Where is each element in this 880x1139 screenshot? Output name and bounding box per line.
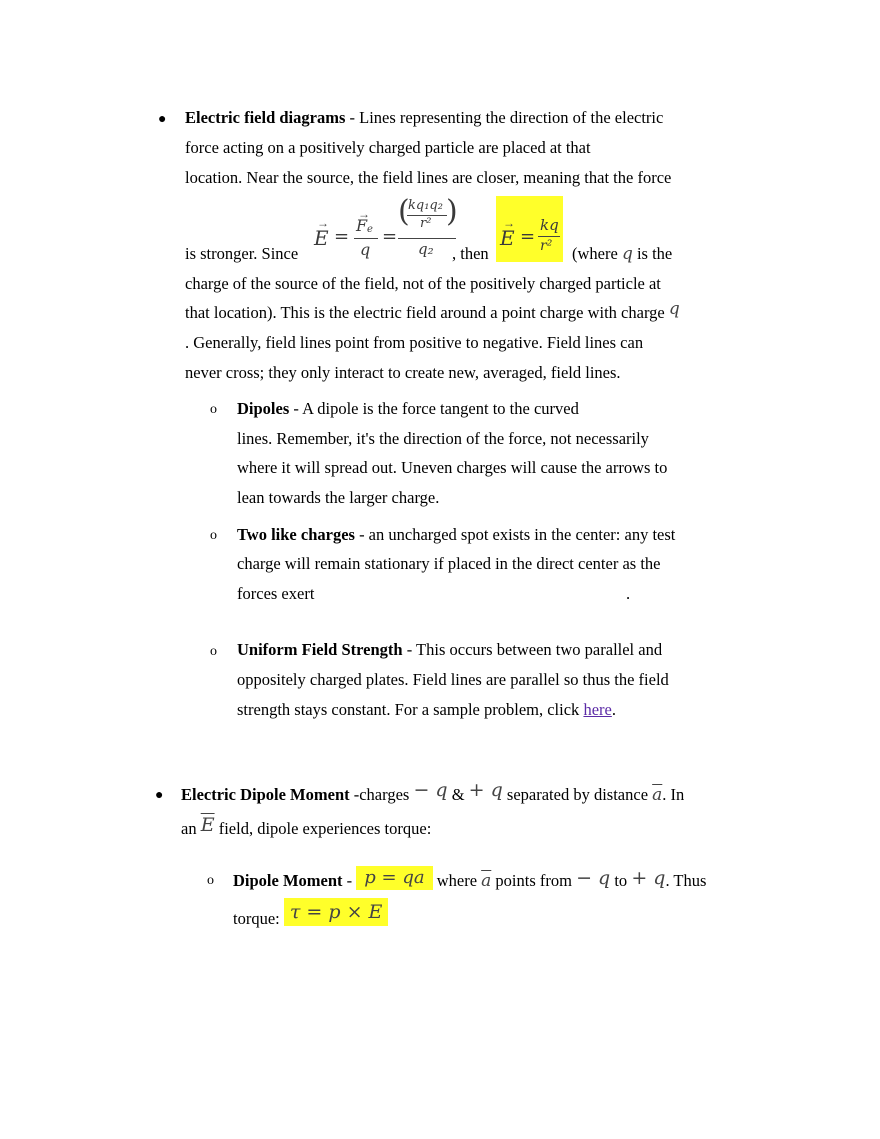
text: - Lines representing the direction of th… bbox=[345, 108, 664, 127]
text: - bbox=[342, 871, 357, 890]
pos-q-symbol: + q bbox=[468, 779, 503, 801]
para-line-1: Electric field diagrams - Lines represen… bbox=[185, 108, 663, 128]
text: torque: bbox=[233, 909, 280, 928]
eq-fe: F bbox=[356, 216, 368, 235]
paren-right: ) bbox=[446, 194, 458, 229]
para-line-6: that location). This is the electric fie… bbox=[185, 299, 680, 323]
like-line-2: charge will remain stationary if placed … bbox=[237, 554, 661, 573]
text: . bbox=[611, 700, 616, 719]
text: strength stays constant. For a sample pr… bbox=[237, 700, 584, 719]
text: that location). This is the electric fie… bbox=[185, 303, 665, 322]
paren-left: ( bbox=[398, 194, 410, 229]
dipole-moment-line-2: an E field, dipole experiences torque: bbox=[181, 815, 432, 839]
uniform-line-3: strength stays constant. For a sample pr… bbox=[237, 700, 616, 720]
uniform-line-2: oppositely charged plates. Field lines a… bbox=[237, 670, 669, 689]
bullet-dot: ● bbox=[155, 788, 164, 803]
text: (where bbox=[572, 244, 618, 263]
sample-problem-link[interactable]: here bbox=[583, 700, 612, 719]
text: - This occurs between two parallel and bbox=[402, 640, 663, 659]
eq-fe-sub: e bbox=[367, 224, 373, 235]
eq-equals-1: = bbox=[334, 226, 350, 247]
para-line-4c: (where q is the bbox=[572, 244, 672, 264]
subsection-heading: Dipoles bbox=[237, 399, 290, 418]
e-vector-symbol: E bbox=[200, 814, 215, 836]
dipole-sub-line-2: torque: τ = p × E bbox=[233, 898, 389, 932]
para-line-8: never cross; they only interact to creat… bbox=[185, 363, 621, 382]
eq-kq: kq bbox=[540, 216, 559, 234]
text: is the bbox=[636, 244, 673, 263]
vector-arrow-icon: → bbox=[358, 207, 370, 221]
a-vector-symbol: a bbox=[652, 785, 663, 805]
like-line-1: Two like charges - an uncharged spot exi… bbox=[237, 525, 675, 545]
text: & bbox=[447, 785, 469, 804]
sub-bullet-circle: o bbox=[210, 402, 217, 417]
text: field, dipole experiences torque: bbox=[214, 819, 432, 838]
para-line-7: . Generally, field lines point from posi… bbox=[185, 333, 644, 352]
eq-kq1q2: kq₁q₂ bbox=[408, 198, 443, 213]
vector-arrow-icon: → bbox=[503, 216, 515, 230]
subsection-heading: Uniform Field Strength bbox=[237, 640, 403, 659]
section-heading: Electric Dipole Moment bbox=[181, 785, 350, 804]
eq-equals-2: = bbox=[382, 226, 398, 247]
eq-r2: r² bbox=[540, 238, 553, 254]
text: points from bbox=[491, 871, 577, 890]
eq-q: q bbox=[360, 240, 371, 259]
uniform-line-1: Uniform Field Strength - This occurs bet… bbox=[237, 640, 662, 660]
text: -charges bbox=[349, 785, 414, 804]
text: - A dipole is the force tangent to the c… bbox=[289, 399, 579, 418]
para-line-4a: is stronger. Since bbox=[185, 244, 299, 263]
torque-equation: τ = p × E bbox=[283, 898, 389, 926]
text: . Thus bbox=[665, 871, 707, 890]
fraction-bar bbox=[407, 215, 447, 217]
para-line-4b: , then bbox=[452, 244, 489, 263]
subsection-heading: Dipole Moment bbox=[233, 871, 343, 890]
pos-q-symbol: + q bbox=[631, 867, 666, 889]
text: . In bbox=[662, 785, 685, 804]
para-line-2: force acting on a positively charged par… bbox=[185, 138, 591, 157]
text: an bbox=[181, 819, 201, 838]
equation-point-charge-field: E → = kq r² bbox=[496, 196, 563, 262]
text: where bbox=[432, 871, 482, 890]
bullet-dot: ● bbox=[158, 112, 167, 127]
q-symbol: q bbox=[668, 299, 680, 319]
like-line-3-end: . bbox=[626, 584, 631, 603]
sub-bullet-circle: o bbox=[207, 873, 214, 888]
eq-q2: q₂ bbox=[418, 240, 434, 258]
neg-q-symbol: − q bbox=[576, 867, 611, 889]
q-symbol: q bbox=[621, 244, 633, 264]
dipoles-line-4: lean towards the larger charge. bbox=[237, 488, 440, 507]
dipole-moment-line-1: Electric Dipole Moment -charges − q & + … bbox=[181, 780, 685, 805]
eq-r2: r² bbox=[420, 216, 432, 231]
equation-e-field-derivation: E → = F → e q = ( kq₁q₂ r² ) q₂ bbox=[312, 194, 458, 262]
text: to bbox=[610, 871, 632, 890]
a-vector-symbol: a bbox=[481, 871, 492, 891]
fraction-bar bbox=[398, 238, 456, 240]
para-line-5: charge of the source of the field, not o… bbox=[185, 274, 661, 293]
subsection-heading: Two like charges bbox=[237, 525, 355, 544]
fraction-bar bbox=[538, 236, 560, 238]
dipole-sub-line-1: Dipole Moment - p = qa where a points fr… bbox=[233, 866, 707, 893]
eq-e: E bbox=[500, 226, 515, 250]
dipoles-line-1: Dipoles - A dipole is the force tangent … bbox=[237, 399, 579, 419]
vector-arrow-icon: → bbox=[317, 216, 329, 230]
sub-bullet-circle: o bbox=[210, 644, 217, 659]
eq-e: E bbox=[314, 226, 329, 250]
eq-equals: = bbox=[520, 226, 536, 247]
section-heading: Electric field diagrams bbox=[185, 108, 346, 127]
para-line-3: location. Near the source, the field lin… bbox=[185, 168, 672, 187]
like-line-3: forces exert bbox=[237, 584, 315, 603]
fraction-bar bbox=[354, 238, 378, 240]
neg-q-symbol: − q bbox=[413, 779, 448, 801]
text: separated by distance bbox=[502, 785, 653, 804]
text: - an uncharged spot exists in the center… bbox=[354, 525, 676, 544]
dipoles-line-3: where it will spread out. Uneven charges… bbox=[237, 458, 668, 477]
sub-bullet-circle: o bbox=[210, 528, 217, 543]
dipole-moment-equation: p = qa bbox=[356, 866, 433, 890]
dipoles-line-2: lines. Remember, it's the direction of t… bbox=[237, 429, 649, 448]
